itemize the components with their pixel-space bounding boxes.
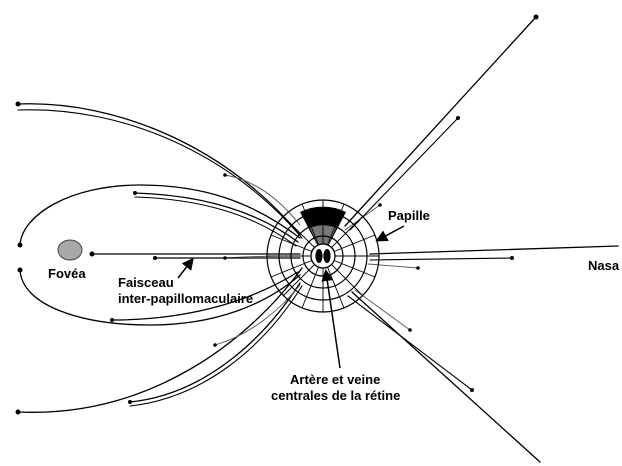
fiber-end-dot [128,400,132,404]
nasal-label: Nasa [588,258,620,273]
central-artery [315,249,322,263]
fiber-end-dot [90,252,95,257]
upper-middle-arcuate-fiber [135,193,298,242]
fiber-end-dot [416,266,420,270]
fiber-end-dot [470,388,474,392]
upper-arcuate-fiber-outer [18,104,300,235]
nasal-horizontal-fiber-inner [370,258,512,260]
central-vein [323,249,330,263]
optic-disc [267,200,379,312]
fiber-end-dot [133,191,137,195]
nasal-horizontal-fiber [370,246,618,254]
fovea-label: Fovéa [48,266,86,281]
fiber-end-dot [16,410,21,415]
fiber-end-dot [378,203,382,207]
fiber-end-dot [456,116,460,120]
papille-label: Papille [388,208,430,223]
thin-lower-right-fiber [355,290,410,330]
faisceau-arrow [178,260,192,278]
fovea-spot [58,240,82,260]
artere-label-line2: centrales de la rétine [271,388,400,403]
fiber-end-dot [110,318,114,322]
fiber-end-dot [18,243,23,248]
papille-arrow [378,226,404,240]
faisceau-label-line2: inter-papillomaculaire [118,291,253,306]
fiber-end-dot [213,343,217,347]
fiber-end-dot [223,256,227,260]
faisceau-label-line1: Faisceau [118,275,174,290]
thin-upper-fiber [225,175,300,225]
fiber-end-dot [223,173,227,177]
fiber-end-dot [153,256,157,260]
fiber-end-dot [408,328,412,332]
thin-upper-right-fiber [345,205,380,230]
central-vessel-area [311,244,335,268]
artere-label-line1: Artère et veine [290,372,380,387]
upper-right-radial-fiber [345,17,536,226]
fiber-end-dot [18,268,23,273]
thin-nasal-fiber [368,264,418,268]
fiber-end-dot [534,15,539,20]
fiber-end-dot [510,256,514,260]
fiber-end-dot [16,102,21,107]
